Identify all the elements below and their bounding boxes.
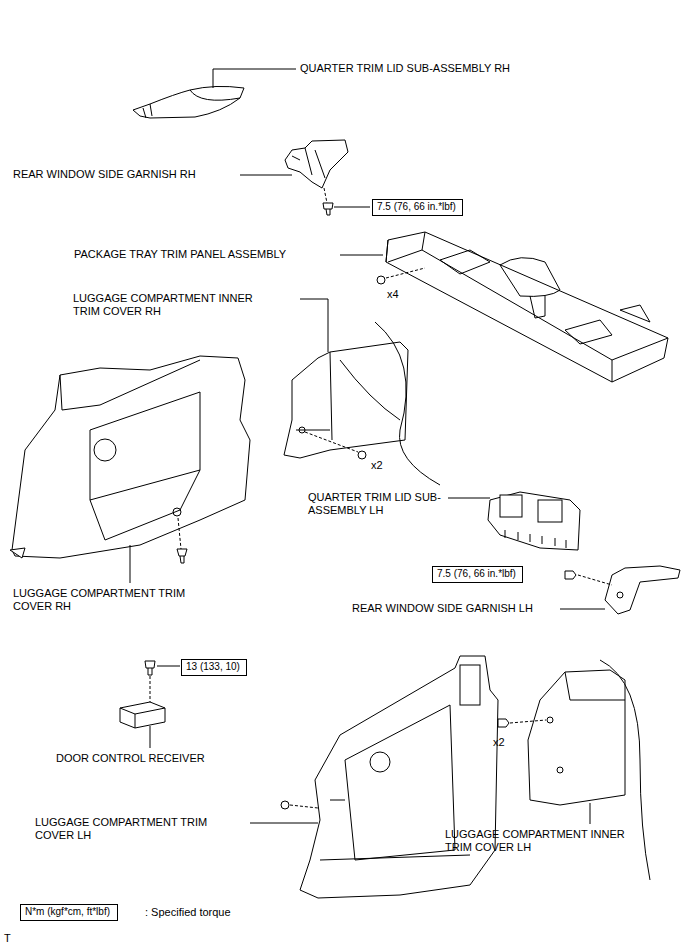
legend-note: : Specified torque xyxy=(145,906,231,919)
quantity-label: x2 xyxy=(493,736,505,749)
part-name: LUGGAGE COMPARTMENT TRIM COVER LH xyxy=(35,816,230,842)
part-name: QUARTER TRIM LID SUB-ASSEMBLY RH xyxy=(300,62,510,75)
quarter-trim-lid-rh xyxy=(133,69,296,118)
part-name: QUARTER TRIM LID SUB- ASSEMBLY LH xyxy=(308,491,458,517)
quarter-trim-lid-lh xyxy=(448,492,580,550)
part-name: LUGGAGE COMPARTMENT TRIM COVER RH xyxy=(13,587,208,613)
rear-window-garnish-rh xyxy=(240,140,370,215)
part-name: REAR WINDOW SIDE GARNISH RH xyxy=(13,168,196,181)
inner-trim-cover-rh xyxy=(284,299,440,485)
torque-value: 13 (133, 10) xyxy=(186,661,240,672)
rear-window-garnish-lh xyxy=(560,566,680,614)
part-name: DOOR CONTROL RECEIVER xyxy=(56,752,205,765)
part-name: LUGGAGE COMPARTMENT INNER TRIM COVER LH xyxy=(445,828,640,854)
door-control-receiver xyxy=(120,661,180,748)
trim-cover-rh xyxy=(10,356,250,583)
part-name: LUGGAGE COMPARTMENT INNER TRIM COVER RH xyxy=(73,292,268,318)
legend-box: N*m (kgf*cm, ft*lbf) xyxy=(20,904,118,921)
part-name: REAR WINDOW SIDE GARNISH LH xyxy=(352,602,533,615)
torque-value: 7.5 (76, 66 in.*lbf) xyxy=(437,568,516,579)
torque-box: 7.5 (76, 66 in.*lbf) xyxy=(372,199,463,216)
page-mark: T xyxy=(4,932,11,945)
trim-cover-lh xyxy=(250,656,498,898)
torque-value: N*m (kgf*cm, ft*lbf) xyxy=(25,906,110,917)
quantity-label: x4 xyxy=(387,288,399,301)
part-name: PACKAGE TRAY TRIM PANEL ASSEMBLY xyxy=(74,248,286,261)
torque-box: 7.5 (76, 66 in.*lbf) xyxy=(432,566,523,583)
torque-value: 7.5 (76, 66 in.*lbf) xyxy=(377,201,456,212)
torque-box: 13 (133, 10) xyxy=(181,659,247,676)
quantity-label: x2 xyxy=(371,459,383,472)
